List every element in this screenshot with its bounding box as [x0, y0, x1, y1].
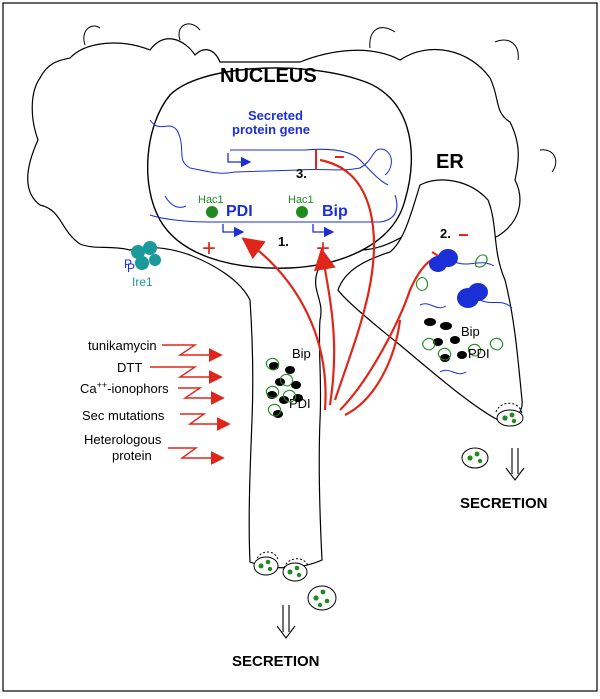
secretion-label-right: SECRETION [460, 495, 548, 512]
stressor-ca-ionophors: Ca++-ionophors [80, 380, 169, 396]
minus-sign-2: − [458, 225, 469, 245]
budding-membrane [495, 402, 523, 415]
stressor-heterologous-line2: protein [112, 448, 152, 463]
er-left-folding-proteins [265, 357, 297, 417]
plus-sign-pdi: + [202, 235, 216, 262]
ire1-phospho-label: P [124, 257, 132, 271]
budding-membrane [255, 551, 279, 563]
stressor-sec-mutations: Sec mutations [82, 408, 165, 423]
secretory-vesicle-left-1 [253, 556, 279, 576]
ire1-phospho-label-2: P [127, 261, 135, 275]
er-strand [439, 369, 467, 375]
nucleus-label: NUCLEUS [220, 65, 317, 87]
membrane-strand [369, 27, 396, 49]
er-left-bip-label: Bip [292, 346, 311, 361]
er-right-pdi-label: PDI [468, 346, 490, 361]
gene-label-line1: Secreted [248, 108, 303, 123]
mrna-strand [454, 261, 495, 267]
pdi-promoter-arrow [222, 224, 245, 238]
signal-arrow-bip [314, 247, 336, 406]
stressor-dtt: DTT [117, 360, 142, 375]
membrane-strand [178, 23, 201, 41]
secretion-arrow-right [505, 448, 525, 481]
gene-label-line2: protein gene [232, 122, 310, 137]
hac1-left-icon [206, 206, 218, 218]
hac1-right-label: Hac1 [288, 194, 314, 206]
mrna-strand [479, 299, 513, 309]
er-right-chaperones [424, 318, 467, 362]
er-right-bip-label: Bip [461, 324, 480, 339]
er-label: ER [436, 151, 464, 173]
stressor-heterologous-line1: Heterologous [84, 432, 162, 447]
signal-arrow-er [344, 319, 402, 416]
ribosome-icon [457, 283, 488, 308]
dna-strand-top [149, 119, 392, 176]
stress-arrows [150, 344, 231, 465]
stressor-tunikamycin: tunikamycin [88, 338, 157, 353]
hac1-right-icon [296, 206, 308, 218]
gene-line [230, 148, 389, 186]
secretory-vesicle-left-3 [307, 585, 337, 611]
membrane-strand [539, 149, 557, 173]
bip-promoter-arrow [312, 224, 335, 238]
hac1-left-label: Hac1 [198, 194, 224, 206]
dna-squiggle [164, 195, 187, 208]
secretory-vesicle-right-1 [496, 409, 524, 427]
dna-strand-bottom [149, 194, 398, 223]
nascent-protein [475, 254, 488, 268]
signal-arrow-pdi [241, 237, 327, 411]
ire1-icon [131, 241, 161, 270]
secretory-vesicle-right-2 [461, 447, 489, 469]
membrane-strand [494, 39, 519, 61]
membrane-strand [83, 25, 101, 46]
er-right-folding-proteins [415, 277, 504, 361]
bip-gene-label: Bip [322, 203, 348, 220]
step-3-label: 3. [296, 166, 307, 181]
secretion-label-left: SECRETION [232, 653, 320, 670]
ribosome-icon [429, 249, 458, 272]
signal-arrow-gene [319, 158, 376, 401]
er-strand [419, 303, 447, 309]
pdi-gene-label: PDI [226, 203, 253, 220]
minus-sign-3: − [334, 147, 345, 167]
budding-membrane [283, 558, 309, 569]
secretory-vesicle-left-2 [282, 562, 308, 582]
step-2-label: 2. [440, 226, 451, 241]
ire1-label: Ire1 [132, 275, 153, 289]
secretion-arrow-left [276, 605, 296, 639]
gene-promoter-arrow [227, 153, 252, 168]
step-1-label: 1. [278, 234, 289, 249]
